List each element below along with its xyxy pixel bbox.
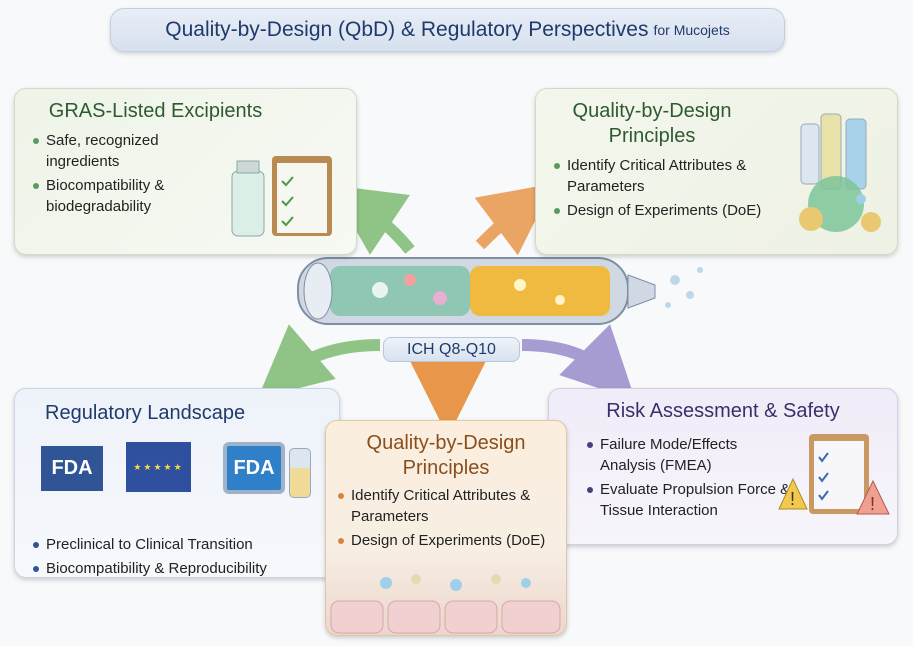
vial-icon <box>289 448 311 498</box>
qbd-principles-card-center: Quality-by-Design Principles Identify Cr… <box>325 420 567 636</box>
svg-text:!: ! <box>870 494 875 514</box>
vials-particles-icon <box>799 113 881 232</box>
mucojet-device-icon <box>297 257 703 325</box>
arrow-to-qbd-top <box>474 183 554 256</box>
risk-item: Failure Mode/Effects Analysis (FMEA) <box>585 434 795 476</box>
fda-logo: FDA <box>41 446 103 491</box>
risk-item: Evaluate Propulsion Force & Tissue Inter… <box>585 479 795 521</box>
qbd-center-heading: Quality-by-Design Principles <box>366 432 526 479</box>
checklist-warning-icon: ! ! <box>778 434 890 515</box>
bottle-clipboard-icon <box>231 156 332 237</box>
qbd-top-heading: Quality-by-Design Principles <box>572 100 732 147</box>
eu-flag-logo: ★★★★★EU <box>126 442 191 492</box>
gras-heading: GRAS-Listed Excipients <box>48 100 263 122</box>
qbd-principles-card-top: Quality-by-Design Principles Identify Cr… <box>535 88 898 255</box>
gras-excipients-card: GRAS-Listed Excipients Safe, recognized … <box>14 88 357 255</box>
fda-monitor-logo: FDA <box>223 442 285 494</box>
arrow-to-risk <box>521 324 636 401</box>
arrow-to-gras <box>330 185 415 255</box>
title-suffix: for Mucojets <box>653 22 730 38</box>
regulatory-landscape-card: Regulatory Landscape FDA ★★★★★EU FDA Pre… <box>14 388 340 578</box>
risk-heading: Risk Assessment & Safety <box>606 400 840 422</box>
qbd-center-item: Design of Experiments (DoE) <box>336 530 556 551</box>
qbd-top-item: Identify Critical Attributes & Parameter… <box>552 155 782 197</box>
gras-item: Biocompatibility & biodegradability <box>31 175 221 217</box>
qbd-center-item: Identify Critical Attributes & Parameter… <box>336 485 556 527</box>
risk-assessment-card: Risk Assessment & Safety Failure Mode/Ef… <box>548 388 898 545</box>
regulatory-item: Biocompatibility & Reproducibility <box>31 558 323 579</box>
diagram-title: Quality-by-Design (QbD) & Regulatory Per… <box>110 8 785 52</box>
qbd-top-item: Design of Experiments (DoE) <box>552 200 782 221</box>
regulatory-item: Preclinical to Clinical Transition <box>31 534 323 555</box>
ich-q8-q10-label: ICH Q8-Q10 <box>383 337 520 362</box>
arrow-to-regulatory <box>257 324 381 399</box>
gras-item: Safe, recognized ingredients <box>31 130 221 172</box>
svg-text:!: ! <box>790 489 795 509</box>
regulatory-heading: Regulatory Landscape <box>45 402 246 424</box>
mucosa-tissue-icon <box>330 574 561 634</box>
title-main: Quality-by-Design (QbD) & Regulatory Per… <box>165 18 649 41</box>
